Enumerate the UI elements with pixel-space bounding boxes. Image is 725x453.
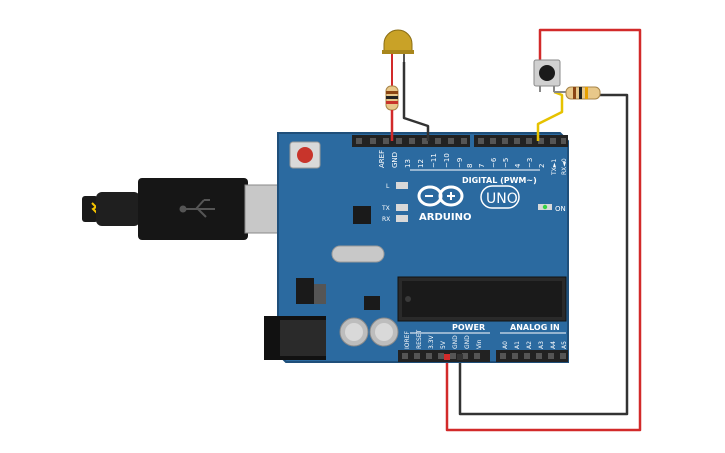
wire-red-5v[interactable]	[445, 28, 642, 432]
microcontroller-chip	[397, 276, 567, 322]
brand-text: ARDUINO	[419, 212, 471, 223]
small-ic	[364, 296, 380, 310]
pin-label-10: ~10	[443, 153, 451, 168]
pin-label-aref: AREF	[378, 150, 386, 168]
pin-label-a4: A4	[550, 341, 557, 349]
voltage-regulator	[296, 278, 326, 304]
pin-label-9: ~9	[456, 158, 464, 168]
power-jack	[264, 316, 326, 360]
capacitor	[369, 317, 399, 347]
wire-black-led-gnd[interactable]	[402, 62, 430, 141]
reset-button[interactable]	[289, 141, 321, 169]
pushbutton[interactable]	[533, 59, 561, 92]
header-pins-bottom	[402, 353, 566, 359]
crystal-oscillator	[331, 245, 385, 263]
pin-label-ioref: IOREF	[404, 331, 411, 349]
pin-label-gnd: GND	[391, 152, 399, 168]
pin-label-2: 2	[538, 164, 546, 168]
resistor-pulldown[interactable]	[565, 86, 601, 100]
led-label-rx: RX	[382, 216, 390, 223]
pin-label-reset: RESET	[416, 329, 423, 349]
pin-label-4: 4	[514, 163, 522, 168]
arduino-logo: ARDUINO	[417, 185, 471, 223]
pin-label-tx: TX►1	[551, 159, 558, 176]
led-label-l: L	[386, 183, 390, 190]
pin-label-a0: A0	[502, 341, 509, 349]
pin-label-a5: A5	[561, 341, 568, 349]
bolt-icon	[91, 202, 98, 214]
resistor-led[interactable]	[385, 85, 399, 111]
pin-label-5v: 5V	[440, 340, 447, 349]
pin-label-gnd-1: GND	[452, 335, 459, 349]
model-text: UNO	[486, 191, 518, 207]
led-label-tx: TX	[381, 205, 390, 212]
pin-label-a2: A2	[526, 341, 533, 349]
pin-label-gnd-2: GND	[464, 335, 471, 349]
pin-label-6: ~6	[490, 157, 498, 168]
pin-label-13: 13	[404, 159, 412, 168]
uno-badge: UNO	[480, 185, 520, 209]
capacitor	[339, 317, 369, 347]
pin-label-a1: A1	[514, 341, 521, 349]
usb-chip	[353, 206, 371, 224]
analog-header[interactable]	[496, 350, 568, 362]
digital-label: DIGITAL (PWM~)	[462, 176, 537, 185]
status-leds: L TX RX	[381, 182, 408, 223]
pin-label-12: 12	[417, 159, 425, 168]
pin-label-8: 8	[466, 164, 474, 168]
pin-label-vin: Vin	[476, 339, 483, 349]
wire-yellow-pin2[interactable]	[536, 90, 564, 141]
on-label: ON	[555, 205, 566, 213]
analog-label: ANALOG IN	[510, 323, 560, 332]
led-yellow[interactable]	[382, 29, 414, 54]
pin-label-11: ~11	[430, 153, 438, 168]
pin-label-3: ~3	[526, 158, 534, 168]
header-pins-top	[356, 138, 566, 144]
power-led: ON	[538, 204, 566, 213]
pin-label-3v3: 3.3V	[428, 334, 435, 349]
usb-icon	[179, 199, 215, 218]
digital-header-right[interactable]	[474, 135, 568, 147]
wire-end-gnd	[457, 354, 463, 360]
pin-label-rx: RX◄0	[561, 158, 568, 175]
wire-black-gnd[interactable]	[458, 93, 629, 416]
arduino-board[interactable]: AREF GND 13 12 ~11 ~10 ~9 8 7 ~6 ~5 4 ~3…	[264, 132, 569, 363]
pin-label-a3: A3	[538, 341, 545, 349]
pin-label-5: ~5	[502, 158, 510, 168]
pin-label-7: 7	[478, 164, 486, 168]
wire-end-5v	[444, 354, 450, 360]
power-label: POWER	[452, 323, 485, 332]
